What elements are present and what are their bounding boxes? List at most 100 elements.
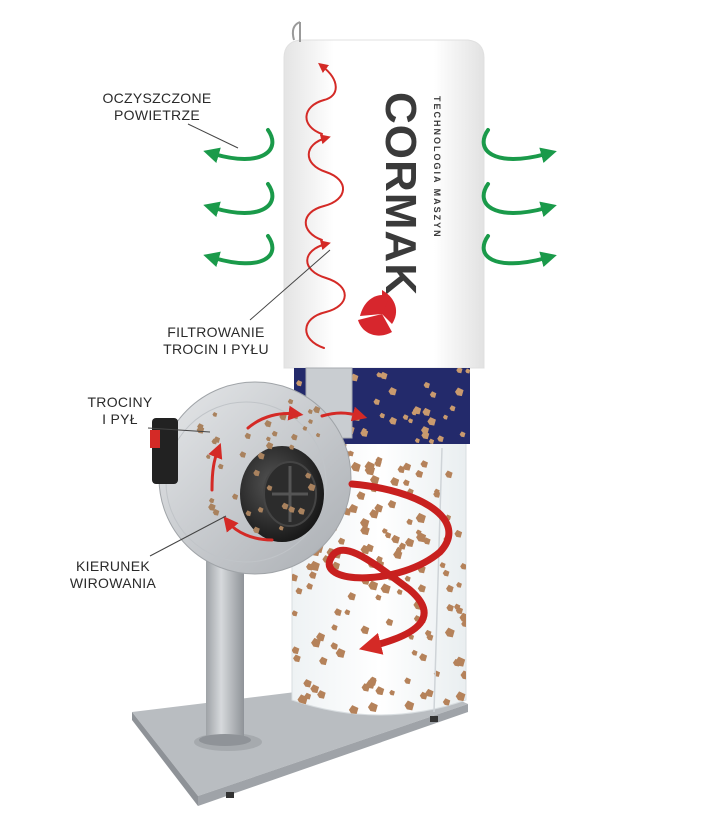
blower-flow-icon <box>208 405 368 542</box>
sawdust-particle <box>368 580 379 591</box>
sawdust-particle <box>402 414 409 421</box>
sawdust-particle <box>265 436 271 442</box>
filter-flow-icon <box>304 62 346 349</box>
svg-text:CORMAK: CORMAK <box>376 92 425 296</box>
sawdust-particle <box>444 627 455 638</box>
sawdust-particle <box>374 459 382 467</box>
sawdust-particle <box>390 477 400 487</box>
sawdust-particle <box>381 528 388 534</box>
sawdust-particle <box>388 387 397 396</box>
sawdust-particle <box>391 534 400 544</box>
sawdust-particle <box>292 646 300 655</box>
sawdust-particle <box>252 526 260 534</box>
sawdust-particle <box>281 502 289 510</box>
sawdust-particle <box>455 691 466 702</box>
sawdust-particle <box>317 690 326 699</box>
filtering-line2: TROCIN I PYŁU <box>163 341 269 357</box>
sawdust-particle <box>297 507 305 515</box>
sawdust-particle <box>454 529 463 538</box>
sawdust-particle <box>308 419 313 424</box>
sawdust-particle <box>415 512 426 524</box>
sawdust-particle <box>411 649 418 656</box>
sawdust-particle <box>292 610 298 617</box>
sawdust-particle <box>305 472 312 479</box>
sawdust-particle <box>427 417 436 426</box>
sawdust-particle <box>245 510 252 517</box>
sawdust-particle <box>419 653 428 662</box>
support-column <box>199 548 251 746</box>
sawdust-particle <box>446 584 454 593</box>
sawdust-particle <box>217 463 224 470</box>
sawdust-particle <box>369 509 379 519</box>
sawdust-particle <box>364 461 375 472</box>
sawdust-particle <box>405 537 415 548</box>
air-arrows-right <box>481 128 557 267</box>
spin-direction-line1: KIERUNEK <box>76 558 150 574</box>
sawdust-particle <box>411 410 417 416</box>
sawdust-particle <box>360 525 370 536</box>
sawdust-particle <box>404 575 411 582</box>
sawdust-particle <box>334 608 342 616</box>
sawdust-particle <box>289 444 295 450</box>
spiral-flow-icon <box>325 480 453 655</box>
sawdust-particle <box>244 432 251 440</box>
sawdust-particle <box>455 656 466 667</box>
sawdust-line1: TROCINY <box>87 394 153 410</box>
sawdust-particle <box>454 387 464 397</box>
sawdust-particle <box>423 537 431 545</box>
sawdust-particle <box>459 431 466 438</box>
sawdust-particle <box>257 506 264 513</box>
sawdust-particle <box>239 451 247 458</box>
sawdust-particle <box>380 371 388 380</box>
callout-lines <box>147 123 331 557</box>
sawdust-particle <box>404 677 411 685</box>
sawdust-particle <box>307 483 316 492</box>
sawdust-particle <box>396 588 403 595</box>
sawdust-particle <box>360 428 369 437</box>
spin-direction-line2: WIROWANIA <box>69 575 157 591</box>
clean-air-line1: OCZYSZCZONE <box>102 90 212 106</box>
sawdust-particle <box>304 692 312 700</box>
sawdust-particle <box>331 624 338 631</box>
sawdust-particle <box>397 465 406 474</box>
sawdust-particle <box>424 629 432 637</box>
sawdust-particle <box>404 700 415 711</box>
sawdust-particle <box>459 612 466 623</box>
air-arrows-left <box>203 128 275 268</box>
sawdust-particle <box>456 368 463 374</box>
sawdust-particle <box>347 592 356 601</box>
sawdust-particle <box>421 426 430 435</box>
sawdust-particle <box>385 618 394 626</box>
sawdust-particle <box>360 544 370 555</box>
sawdust-particle <box>387 499 397 509</box>
sawdust-particle <box>315 432 321 438</box>
sawdust-particle <box>375 594 382 601</box>
sawdust-particle <box>348 504 358 514</box>
sawdust-particle <box>423 381 430 389</box>
clean-air-label: OCZYSZCZONE POWIETRZE <box>82 90 232 124</box>
sawdust-particle <box>406 518 413 526</box>
sawdust-particle <box>445 470 453 479</box>
sawdust-particle <box>398 542 406 550</box>
sawdust-particle <box>311 637 321 648</box>
sawdust-particle <box>295 587 303 595</box>
sawdust-particle <box>335 648 346 658</box>
sawdust-particle <box>356 491 366 501</box>
sawdust-particle <box>310 684 320 694</box>
sawdust-particle <box>350 461 361 472</box>
sawdust-particle <box>442 414 448 420</box>
sawdust-particle <box>415 529 422 536</box>
sawdust-particle <box>425 688 434 698</box>
sawdust-particle <box>278 525 284 531</box>
sawdust-particle <box>461 620 466 628</box>
sawdust-particle <box>465 368 470 374</box>
sawdust-particle <box>460 670 466 680</box>
sawdust-particle <box>370 676 377 683</box>
sawdust-label: TROCINY I PYŁ <box>70 394 170 428</box>
cormak-logo-icon: CORMAK TECHNOLOGIA MASZYN <box>358 92 442 336</box>
sawdust-particle <box>232 493 239 500</box>
sawdust-particle <box>442 569 450 577</box>
sawdust-particle <box>319 656 328 666</box>
sawdust-particle <box>337 537 346 545</box>
sawdust-particle <box>373 398 380 405</box>
